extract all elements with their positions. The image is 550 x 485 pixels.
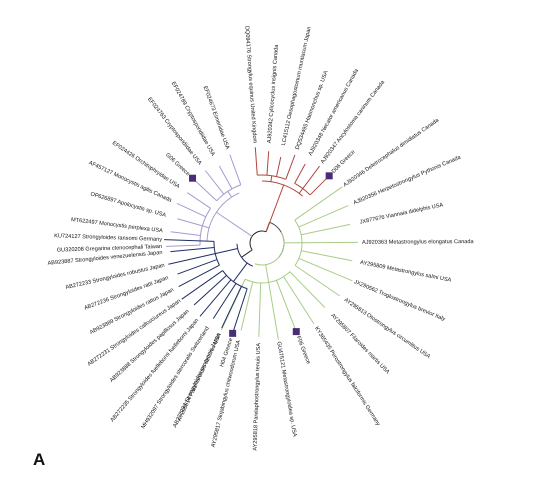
sample-marker [189,174,197,182]
purple-clade-stem [216,211,253,237]
sample-marker [229,329,237,337]
red-subclade-arc [294,182,311,196]
red-clade-arc [262,180,303,197]
root-branch [241,249,253,258]
leaf-label: MT622497 Monocystis perplexa USA [71,217,164,234]
leaf-label: GU320208 Gregarina ctenocephali Taiwan [57,244,162,254]
leaf-branch [266,151,270,176]
red-subclade-stem [270,175,273,182]
leaf-label: KU724127 Strongyloides ransomi Germany [54,233,162,243]
leaf-branch [221,286,242,329]
leaf-label: G06 Greece [164,152,190,177]
purple-subclade-stem [202,225,210,229]
leaf-branch [289,271,326,308]
purple-subclade-arc [199,208,212,246]
leaf-branch [285,154,296,180]
red-clade-stem [265,184,285,232]
leaf-branch [240,281,254,331]
purple-clade-arc [206,192,240,241]
leaf-branch [164,239,215,242]
navy-subclade-arc [213,241,220,266]
leaf-branch [309,177,328,196]
leaf-branch [199,279,232,317]
leaf-branch [231,288,248,337]
leaf-label: D06 Greece [331,149,357,175]
leaf-branch [298,257,353,282]
leaf-label: GU475121 Metastrongyloidea sp. USA [275,341,297,437]
leaf-branch [176,202,207,218]
purple-subclade-arc [216,184,241,202]
leaf-branch [166,244,201,247]
leaf-branch [298,205,349,228]
green-subclade-stem [265,264,270,283]
leaf-branch [212,283,237,319]
leaf-branch [276,156,282,177]
leaf-label: EF024426 Orchitophryidae USA [111,140,181,190]
navy-subclade-stem [215,248,238,255]
leaf-branch [168,253,216,265]
red-subclade-arc [257,174,286,180]
leaf-branch [301,223,351,236]
leaf-label: KY365435 Perostrongylus falciformis Germ… [313,326,381,427]
leaf-branch [204,170,225,195]
red-subclade-stem [298,188,304,194]
leaf-branch [268,282,279,340]
leaf-branch [258,282,262,337]
leaf-label: JX877676 Viannaia didelphis USA [359,202,444,226]
leaf-label: AY295809 Metastrongylus salmi USA [359,260,452,284]
leaf-branch [294,265,340,297]
sample-marker [292,328,300,336]
panel-label: A [33,450,46,469]
leaf-branch [187,192,211,209]
sample-marker [325,172,333,180]
purple-subclade-stem [227,191,233,198]
green-clade-arc [254,232,285,266]
leaf-label: DQ094176 Strongylus equinus United Kingd… [243,26,257,144]
leaf-branch [177,218,203,227]
green-subclade-arc [294,219,303,266]
leaf-label: AJ920346 Deletrocephalus dimidiatus Cana… [342,117,440,188]
leaf-branch [301,250,353,262]
leaf-branch [294,186,343,221]
leaf-branch [229,154,242,185]
leaf-branch [302,165,320,189]
leaf-branch [177,259,218,275]
leaf-branch [178,264,220,287]
leaf-branch [275,280,296,329]
navy-subclade-arc [222,270,248,290]
leaf-label: AJ920342 Cylicocyclus insignis Canada [267,44,280,144]
leaf-label: AJ920356 Herpetostrongylus Pythonis Cana… [353,154,463,206]
leaf-branch [283,276,315,325]
leaf-branch [254,147,258,176]
leaf-label: EF024763 Cryptosporidiidae USA [146,96,203,166]
leaf-branch [170,231,201,236]
navy-clade-arc [236,243,253,267]
navy-subclade-stem [233,262,248,282]
leaf-label: AJ920363 Metastrongylus elongatus Canada [362,239,475,246]
green-subclade-arc [244,271,291,284]
root-arc [249,230,267,251]
leaf-label: F06 Greece [295,335,311,365]
leaf-branch [193,274,227,306]
leaf-label: AY295818 Parelaphostrongylus tenuis USA [253,343,263,451]
leaf-branch [170,247,215,253]
leaf-branch [218,165,233,190]
leaf-branch [294,163,306,184]
leaf-branch [181,270,223,300]
